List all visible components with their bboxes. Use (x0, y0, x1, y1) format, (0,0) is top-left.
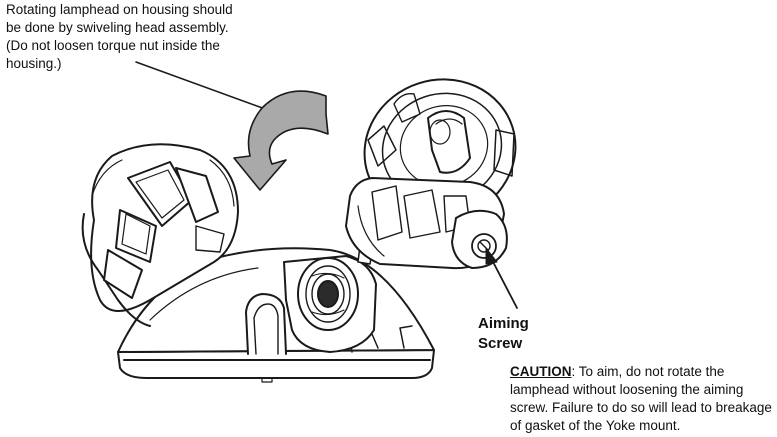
right-lamphead (345, 78, 517, 270)
aiming-screw-label: Aiming Screw (478, 315, 529, 352)
threaded-socket (283, 245, 377, 353)
aiming-screw-arrow (485, 247, 518, 309)
rotation-arrow-icon (233, 90, 329, 191)
caution-heading: CAUTION (510, 364, 572, 379)
caution-body: To aim, do not rotate the lamphead witho… (510, 364, 772, 433)
note-leader-line (135, 61, 269, 111)
caution-note: CAUTION: To aim, do not rotate the lamph… (510, 363, 776, 435)
left-lamphead (81, 143, 239, 327)
caution-colon: : (571, 364, 576, 379)
swivel-instruction-note: Rotating lamphead on housing should be d… (6, 2, 233, 71)
